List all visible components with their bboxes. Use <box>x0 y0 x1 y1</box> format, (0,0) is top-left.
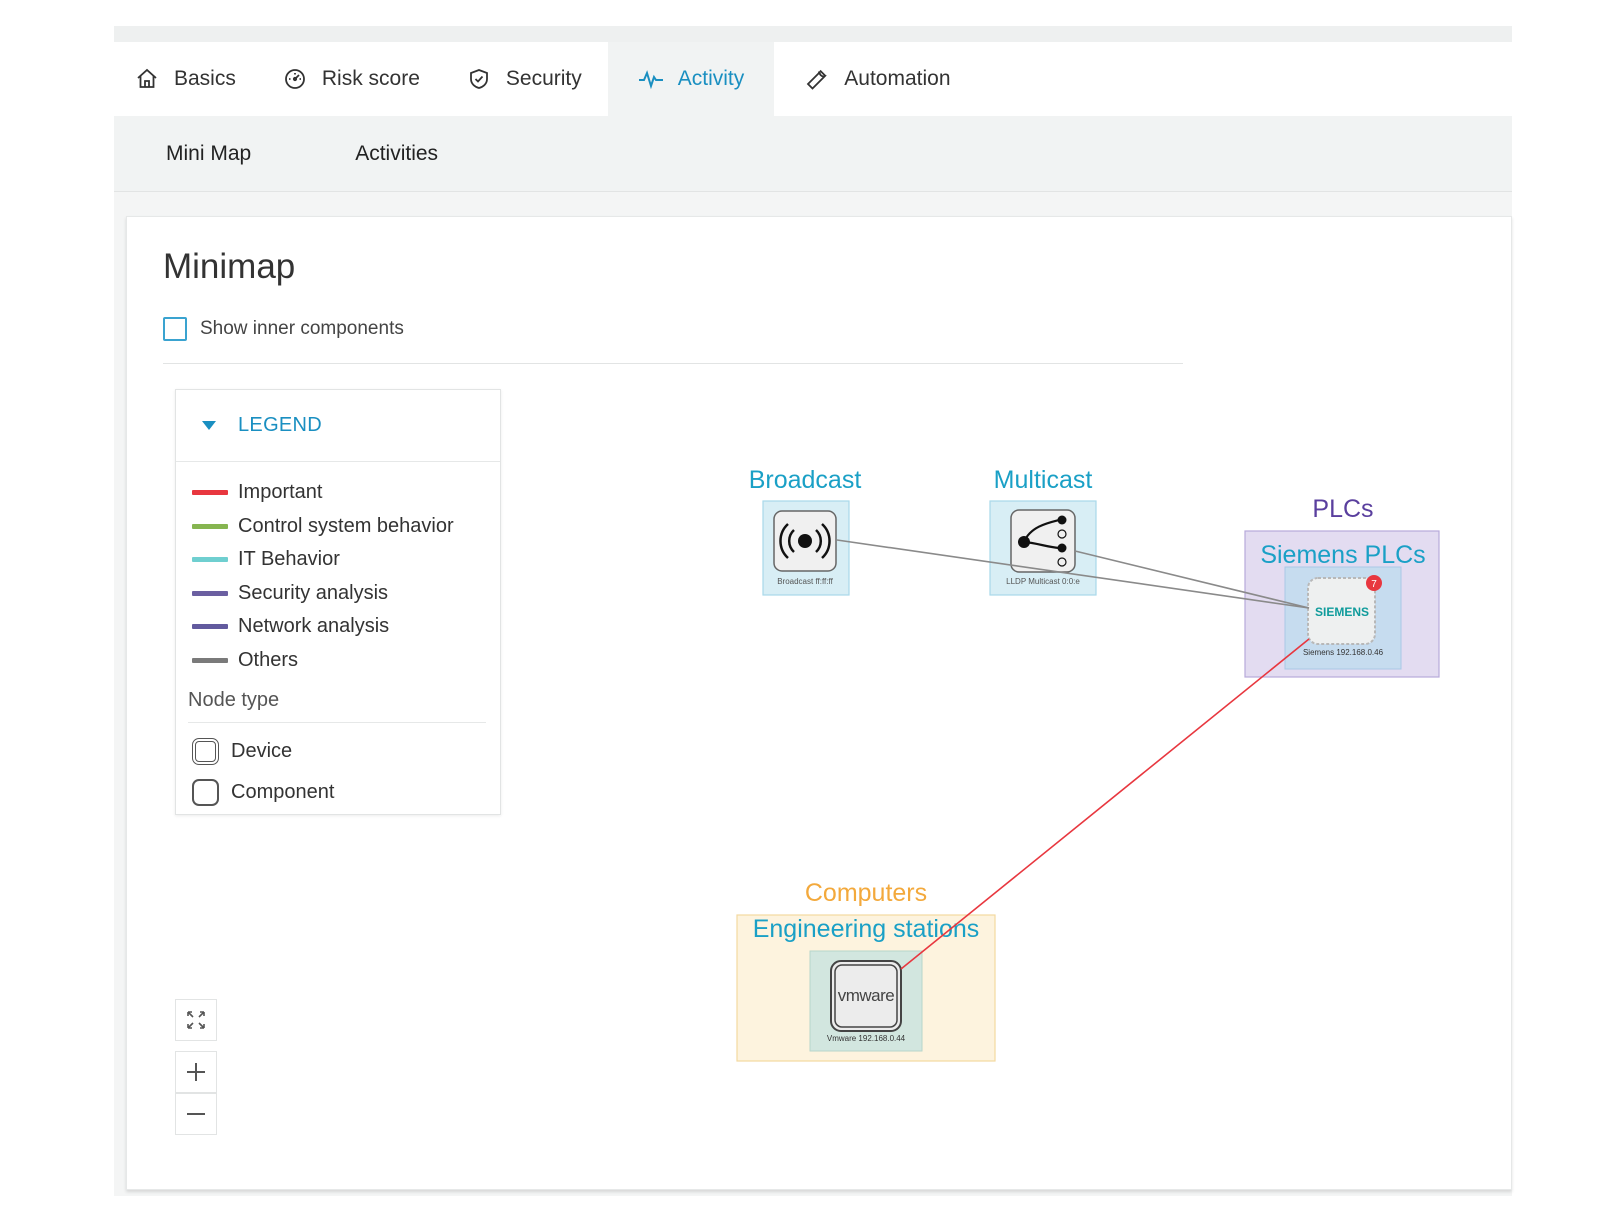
page-title: Minimap <box>163 247 296 286</box>
node-label-broadcast: Broadcast ff:ff:ff <box>777 577 833 586</box>
caret-down-icon <box>202 421 216 430</box>
legend-item-label: Control system behavior <box>238 514 454 537</box>
tab-risk-score[interactable]: Risk score <box>262 42 446 116</box>
tab-label: Automation <box>844 67 951 90</box>
gauge-icon <box>282 66 308 92</box>
sub-tabs: Mini Map Activities <box>114 116 1512 192</box>
legend-toggle[interactable]: LEGEND <box>176 390 500 462</box>
node-broadcast[interactable]: Broadcast ff:ff:ff <box>773 510 837 586</box>
device-shape-icon <box>192 738 219 765</box>
minus-icon <box>187 1113 205 1115</box>
group-broadcast: Broadcast Broadcast ff:ff:ff <box>749 466 862 596</box>
zoom-group <box>175 1051 217 1135</box>
legend-swatch <box>192 590 228 596</box>
alert-badge-count: 7 <box>1371 579 1377 590</box>
link-multicast-siemens <box>1074 550 1310 609</box>
legend-item-important: Important <box>192 476 500 510</box>
legend-swatch <box>192 557 228 563</box>
group-plcs: PLCs Siemens PLCs SIEMENS 7 Siemens 192.… <box>1244 495 1440 678</box>
zoom-in-button[interactable] <box>175 1051 217 1093</box>
activity-pulse-icon <box>638 66 664 92</box>
legend-item-label: IT Behavior <box>238 548 340 571</box>
tab-activity[interactable]: Activity <box>607 42 775 116</box>
app-window: Basics Risk score Security Activity Auto… <box>114 26 1512 1196</box>
legend-title: LEGEND <box>238 414 323 436</box>
legend-panel: LEGEND Important Control system behavior… <box>175 389 501 815</box>
node-multicast[interactable]: LLDP Multicast 0:0:e <box>1006 509 1080 586</box>
legend-item-control-system: Control system behavior <box>192 510 500 544</box>
node-type-device: Device <box>176 733 500 770</box>
fit-to-screen-button[interactable] <box>175 999 217 1041</box>
broadcast-icon <box>779 523 831 559</box>
node-type-label: Component <box>231 781 335 803</box>
node-label-vmware: Vmware 192.168.0.44 <box>827 1034 906 1043</box>
group-label-broadcast: Broadcast <box>749 466 862 494</box>
show-inner-components-label: Show inner components <box>200 318 404 339</box>
main-tabs: Basics Risk score Security Activity Auto… <box>114 42 1512 116</box>
subtab-activities[interactable]: Activities <box>355 141 439 165</box>
alert-badge <box>1366 575 1382 591</box>
legend-item-security-analysis: Security analysis <box>192 577 500 611</box>
legend-item-others: Others <box>192 644 500 678</box>
node-label-siemens: Siemens 192.168.0.46 <box>1303 648 1384 657</box>
group-label-computers: Computers <box>805 879 927 907</box>
top-strip <box>114 26 1512 42</box>
legend-item-it-behavior: IT Behavior <box>192 543 500 577</box>
show-inner-components-checkbox[interactable] <box>163 317 187 341</box>
plus-icon <box>187 1063 205 1081</box>
show-inner-components-toggle[interactable]: Show inner components <box>163 317 404 341</box>
legend-swatch <box>192 523 228 529</box>
shield-icon <box>466 66 492 92</box>
legend-item-label: Others <box>238 648 299 671</box>
legend-item-network-analysis: Network analysis <box>192 610 500 644</box>
node-type-heading: Node type <box>188 689 486 723</box>
node-label-multicast: LLDP Multicast 0:0:e <box>1006 577 1080 586</box>
legend-list: Important Control system behavior IT Beh… <box>176 462 500 677</box>
group-multicast: Multicast LLDP Multicast 0:0:e <box>989 466 1097 596</box>
subtab-mini-map[interactable]: Mini Map <box>166 141 252 165</box>
tab-label: Security <box>505 67 582 90</box>
tab-label: Risk score <box>321 67 420 90</box>
node-type-label: Device <box>231 740 293 762</box>
group-label-plcs: PLCs <box>1312 495 1373 523</box>
zoom-controls <box>175 999 217 1135</box>
legend-swatch <box>192 490 228 496</box>
group-computers: Computers Engineering stations vmware Vm… <box>736 879 996 1062</box>
wrench-icon <box>804 66 830 92</box>
node-type-component: Component <box>176 774 500 811</box>
tab-basics[interactable]: Basics <box>114 42 262 116</box>
group-label-siemens-plcs: Siemens PLCs <box>1260 541 1425 569</box>
legend-item-label: Network analysis <box>238 615 390 638</box>
node-siemens-plc[interactable]: SIEMENS 7 Siemens 192.168.0.46 <box>1303 575 1384 657</box>
siemens-logo-icon: SIEMENS <box>1315 605 1369 619</box>
fit-screen-icon <box>187 1011 205 1029</box>
legend-swatch <box>192 624 228 630</box>
node-vmware[interactable]: vmware Vmware 192.168.0.44 <box>827 960 906 1043</box>
vmware-logo-icon: vmware <box>838 986 895 1005</box>
group-label-multicast: Multicast <box>994 466 1093 494</box>
tab-label: Basics <box>174 67 236 90</box>
zoom-out-button[interactable] <box>175 1093 217 1135</box>
tab-automation[interactable]: Automation <box>774 42 976 116</box>
legend-item-label: Important <box>238 481 323 504</box>
tab-security[interactable]: Security <box>446 42 608 116</box>
home-icon <box>134 66 160 92</box>
group-label-engineering-stations: Engineering stations <box>753 915 980 943</box>
link-vmware-siemens <box>900 638 1310 970</box>
legend-swatch <box>192 657 228 663</box>
tab-label: Activity <box>677 67 745 90</box>
component-shape-icon <box>192 779 219 806</box>
legend-item-label: Security analysis <box>238 581 389 604</box>
minimap-card: Minimap Show inner components Broadcast <box>126 216 1512 1190</box>
divider <box>163 363 1183 364</box>
